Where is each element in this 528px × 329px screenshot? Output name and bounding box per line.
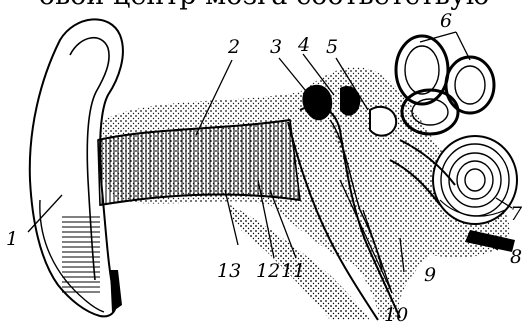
label-4: 4 xyxy=(298,36,310,55)
label-1: 1 xyxy=(6,230,18,249)
label-9: 9 xyxy=(424,266,436,285)
label-13: 13 xyxy=(217,262,241,281)
label-5: 5 xyxy=(326,38,338,57)
label-7: 7 xyxy=(510,205,522,224)
label-11: 11 xyxy=(281,262,305,281)
label-10: 10 xyxy=(384,306,408,325)
label-3: 3 xyxy=(270,38,282,57)
label-6: 6 xyxy=(440,12,452,31)
label-8: 8 xyxy=(510,248,522,267)
label-12: 12 xyxy=(256,262,280,281)
label-2: 2 xyxy=(228,38,240,57)
